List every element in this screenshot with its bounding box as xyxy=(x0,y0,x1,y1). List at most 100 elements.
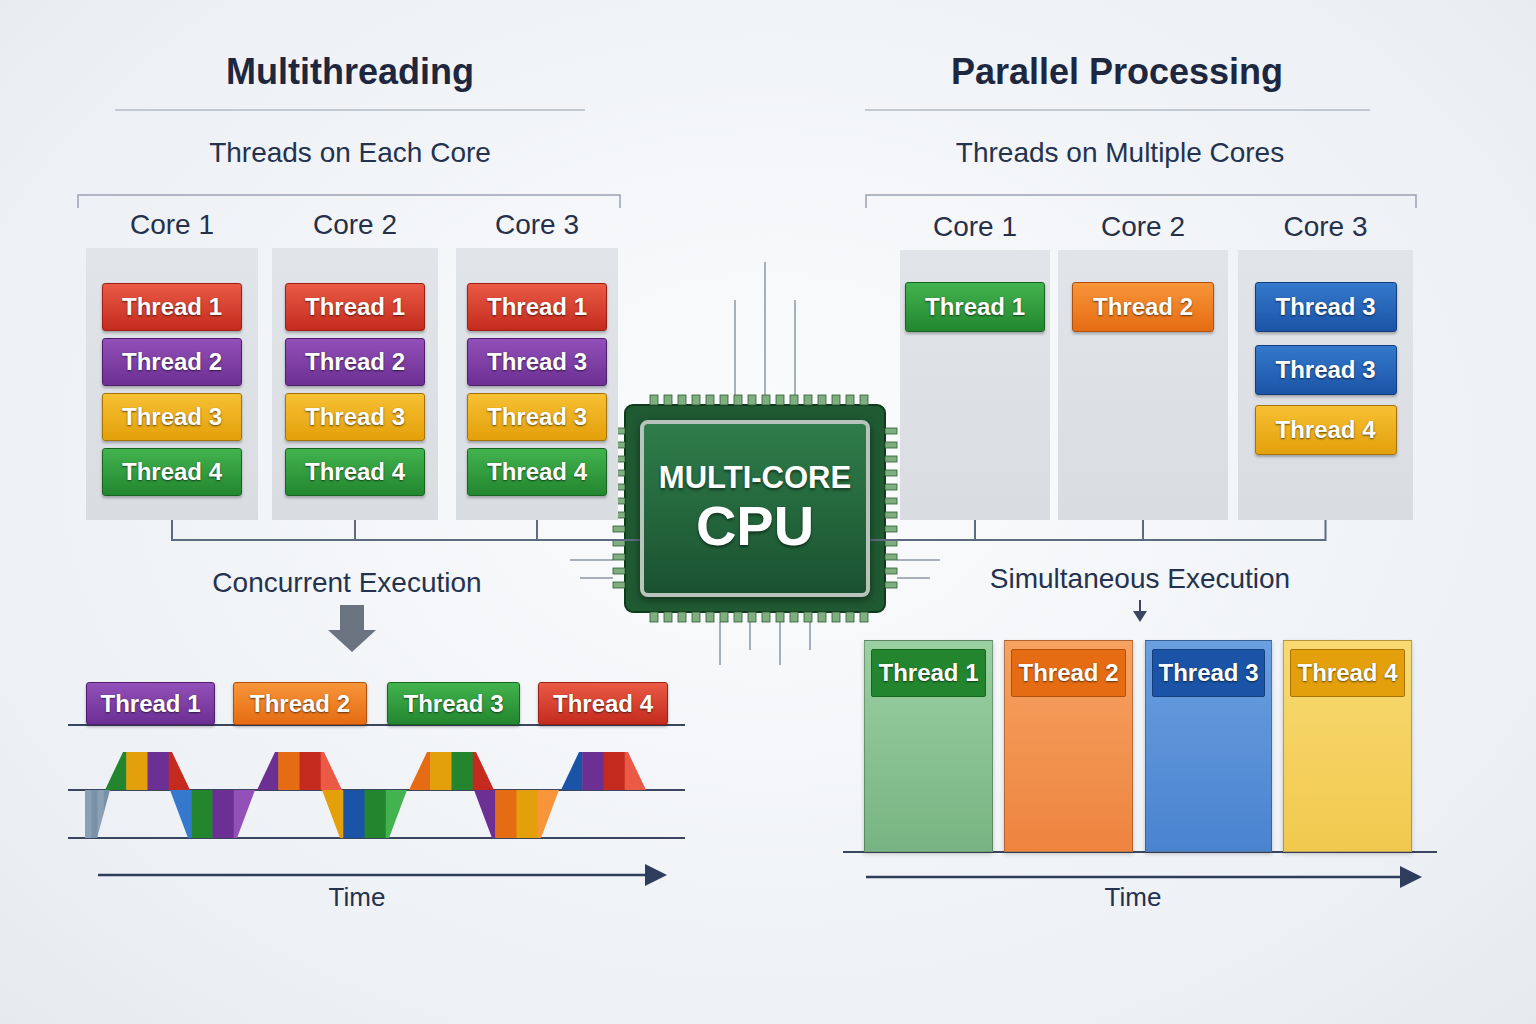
chip-pin xyxy=(885,526,897,532)
thread-label: Thread 2 xyxy=(250,690,350,718)
underline xyxy=(865,109,1370,111)
chip-pin xyxy=(613,568,625,574)
trace xyxy=(734,300,736,405)
thread-label: Thread 2 xyxy=(1093,293,1193,321)
slice-stripe xyxy=(234,790,256,838)
slice-stripe xyxy=(365,790,387,838)
underline xyxy=(115,109,585,111)
bus-connector xyxy=(172,520,640,540)
chip-pin xyxy=(832,395,840,405)
chip-pin xyxy=(885,512,897,518)
thread-box: Thread 1 xyxy=(467,283,607,331)
core-panel: Core 2 Thread 2 xyxy=(1058,207,1228,520)
chip-pin xyxy=(762,612,770,622)
time-axis xyxy=(866,876,1405,879)
trace xyxy=(794,300,796,405)
slice-stripe xyxy=(625,752,647,790)
slice-stripe xyxy=(300,752,322,790)
chip-pin xyxy=(748,612,756,622)
bus-connector xyxy=(870,520,1143,540)
slice-stripe xyxy=(169,752,191,790)
core-heading: Core 3 xyxy=(456,205,618,248)
chip-pin xyxy=(885,582,897,588)
chip-pin xyxy=(650,612,658,622)
chip-pin xyxy=(664,395,672,405)
time-slice xyxy=(561,752,647,790)
thread-box: Thread 4 xyxy=(285,448,425,496)
bus-connector xyxy=(355,520,640,540)
thread-slot: Thread 1 xyxy=(86,682,215,725)
chip-pin xyxy=(748,395,756,405)
trace xyxy=(719,622,721,665)
thread-label: Thread 4 xyxy=(487,458,587,486)
thread-box: Thread 3 xyxy=(1255,282,1397,332)
thread-slot: Thread 3 xyxy=(387,682,520,725)
slice-stripe xyxy=(91,790,98,838)
slice-stripe xyxy=(98,790,105,838)
thread-box: Thread 3 xyxy=(467,338,607,386)
thread-label: Thread 1 xyxy=(100,690,200,718)
slice-stripe xyxy=(191,790,213,838)
thread-box: Thread 2 xyxy=(285,338,425,386)
chip-pin xyxy=(734,612,742,622)
chip-pin xyxy=(613,526,625,532)
thread-label: Thread 4 xyxy=(553,690,653,718)
thread-label: Thread 1 xyxy=(487,293,587,321)
thread-box: Thread 4 xyxy=(467,448,607,496)
slice-stripe xyxy=(104,790,111,838)
thread-box: Thread 3 xyxy=(102,393,242,441)
slice-stripe xyxy=(409,752,431,790)
section-heading: Parallel Processing xyxy=(951,50,1283,93)
slice-stripe xyxy=(538,790,560,838)
slice-stripe xyxy=(321,752,343,790)
slice-stripe xyxy=(495,790,517,838)
trace xyxy=(580,577,613,579)
thread-label: Thread 3 xyxy=(403,690,503,718)
thread-label: Thread 1 xyxy=(122,293,222,321)
axis-label: Time xyxy=(1105,882,1162,913)
chip-pin xyxy=(846,395,854,405)
time-slice xyxy=(474,790,560,838)
heading-underlines xyxy=(115,109,1370,111)
thread-label: Thread 3 xyxy=(1152,649,1265,697)
thread-bar: Thread 4 xyxy=(1283,640,1412,852)
chip-pin xyxy=(706,395,714,405)
bus-connector xyxy=(870,520,975,540)
thread-label: Thread 1 xyxy=(305,293,405,321)
trace xyxy=(809,622,811,650)
core-heading: Core 1 xyxy=(900,207,1050,250)
slice-stripe xyxy=(561,752,583,790)
chip-pin xyxy=(692,612,700,622)
chip-pin xyxy=(885,470,897,476)
chip-body xyxy=(625,405,885,612)
chip-pin xyxy=(776,612,784,622)
slice-stripe xyxy=(517,790,539,838)
slice-stripe xyxy=(604,752,626,790)
chip-pin xyxy=(804,612,812,622)
core-heading: Core 1 xyxy=(86,205,258,248)
chip-label: MULTI-CORE xyxy=(659,461,851,495)
thread-label: Thread 4 xyxy=(122,458,222,486)
core-panel: Core 1Thread 1Thread 2Thread 3Thread 4 xyxy=(86,205,258,520)
chip-pin xyxy=(650,395,658,405)
chip-pin xyxy=(885,428,897,434)
thread-label: Thread 4 xyxy=(305,458,405,486)
slice-stripe xyxy=(170,790,192,838)
slice-stripe xyxy=(322,790,344,838)
chip-pin xyxy=(776,395,784,405)
core-heading: Core 2 xyxy=(1058,207,1228,250)
thread-box: Thread 3 xyxy=(1255,345,1397,395)
axis-arrowhead xyxy=(645,864,667,886)
slice-stripe xyxy=(582,752,604,790)
thread-slot: Thread 4 xyxy=(538,682,668,725)
chip-pin xyxy=(790,395,798,405)
chip-pin xyxy=(734,395,742,405)
chip-pin xyxy=(818,395,826,405)
thread-box: Thread 1 xyxy=(285,283,425,331)
chip-title: CPU xyxy=(696,495,814,557)
chip-pin xyxy=(885,498,897,504)
chip-pin xyxy=(885,456,897,462)
chip-pin xyxy=(790,612,798,622)
chip-pin xyxy=(720,395,728,405)
